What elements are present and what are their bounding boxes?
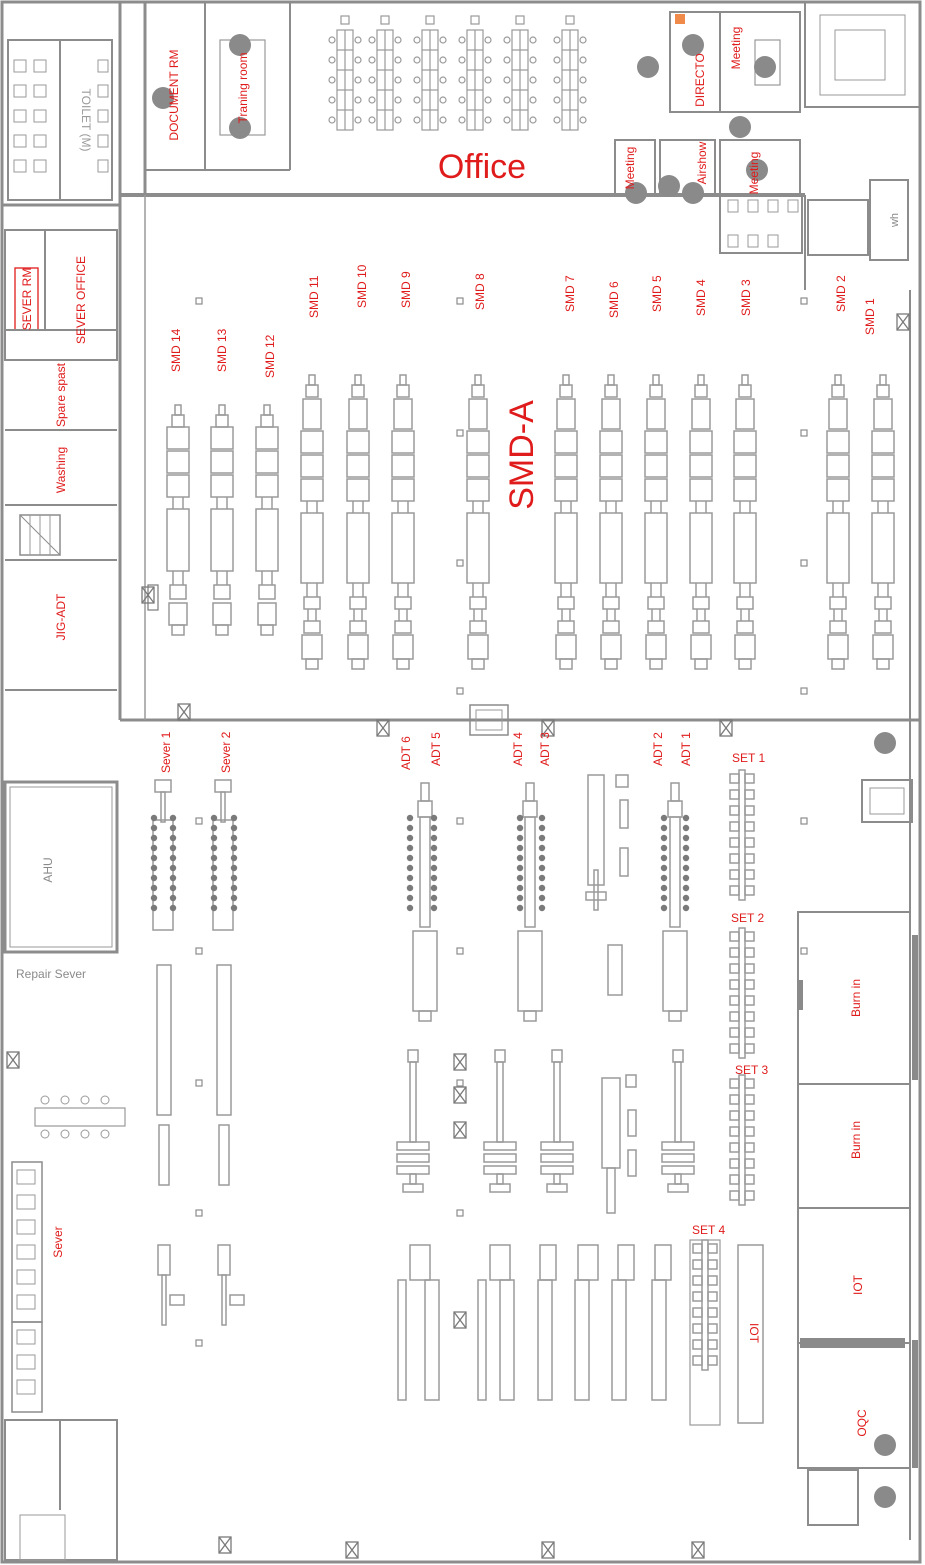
smd-line-label: SMD 11	[307, 275, 321, 318]
oqc-label: OQC	[855, 1409, 869, 1437]
repair-sever-label: Repair Sever	[16, 967, 86, 981]
washing-label: Washing	[54, 447, 68, 493]
sever-line-label: Sever 1	[159, 731, 173, 773]
set-line-label: SET 3	[735, 1063, 768, 1077]
toilet-label: TOILET (M)	[79, 89, 93, 152]
adt-line-label: ADT 1	[679, 732, 693, 766]
smd-line-label: SMD 12	[263, 334, 277, 378]
room-labels: Office SMD-A DOCUMENT RM Traning room DI…	[16, 27, 901, 1437]
ahu-label: AHU	[41, 857, 55, 882]
adt-line-label: ADT 5	[429, 732, 443, 766]
sever-room-label: Sever	[51, 1226, 65, 1257]
sever-office-label: SEVER OFFICE	[74, 256, 88, 344]
meeting-room-left-label: Meeting	[623, 147, 637, 190]
set-line-label: SET 1	[732, 751, 765, 765]
burn-in-2-label: Burn in	[849, 1121, 863, 1159]
smd-line-label: SMD 9	[399, 271, 413, 308]
set-line-label: SET 2	[731, 911, 764, 925]
adt-line-label: ADT 6	[399, 736, 413, 770]
wh-label: wh	[889, 213, 901, 228]
iot-box-label: IOT	[747, 1323, 761, 1344]
spare-spast-label: Spare spast	[54, 362, 68, 427]
smd-line-label: SMD 13	[215, 328, 229, 372]
smd-line-label: SMD 3	[739, 279, 753, 316]
smd-line-labels: SMD 14 SMD 13 SMD 12 SMD 11 SMD 10 SMD 9…	[169, 264, 877, 378]
meeting-room-right-label: Meeting	[747, 152, 761, 195]
meeting-room-top-label: Meeting	[729, 27, 743, 70]
smd-line-label: SMD 2	[834, 275, 848, 312]
smd-area-label: SMD-A	[503, 400, 541, 510]
lower-line-labels: Sever 1 Sever 2 ADT 6 ADT 5 ADT 4 ADT 3 …	[159, 731, 768, 1237]
office-label: Office	[438, 148, 526, 186]
set-line-label: SET 4	[692, 1223, 725, 1237]
smd-line-label: SMD 1	[863, 298, 877, 335]
smd-line-label: SMD 8	[473, 273, 487, 310]
adt-line-label: ADT 3	[538, 732, 552, 766]
adt-line-label: ADT 4	[511, 732, 525, 766]
jig-adt-label: JIG-ADT	[54, 593, 68, 640]
smd-line-label: SMD 6	[607, 281, 621, 318]
smd-line-label: SMD 14	[169, 328, 183, 372]
director-room-label: DIRECTO	[693, 53, 707, 107]
burn-in-1-label: Burn in	[849, 979, 863, 1017]
smd-line-label: SMD 10	[355, 264, 369, 308]
sever-line-label: Sever 2	[219, 731, 233, 773]
smd-line-label: SMD 4	[694, 279, 708, 316]
iot-room-label: IOT	[851, 1274, 865, 1295]
airshow-label: Airshow	[695, 141, 709, 184]
adt-line-label: ADT 2	[651, 732, 665, 766]
sever-rm-label: SEVER RM	[20, 268, 34, 331]
smd-line-label: SMD 5	[650, 275, 664, 312]
training-room-label: Traning room	[236, 53, 250, 124]
smd-line-label: SMD 7	[563, 275, 577, 312]
document-room-label: DOCUMENT RM	[167, 49, 181, 140]
